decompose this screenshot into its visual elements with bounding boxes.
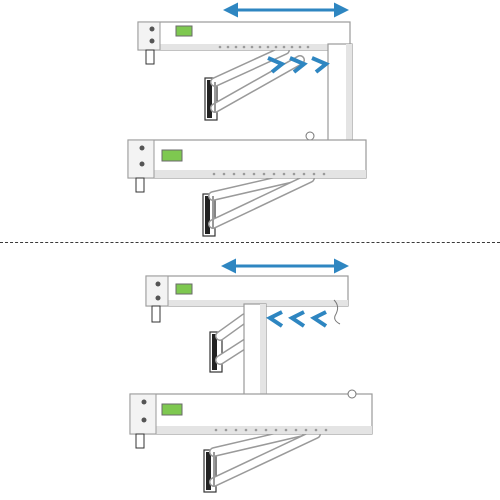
- bottom-arm: [129, 389, 373, 449]
- front-support-leg: [202, 171, 315, 237]
- bubble-level-icon: [175, 25, 193, 37]
- bottom-panel: [129, 258, 373, 493]
- side-connector-bar: [305, 43, 353, 145]
- top-arm: [137, 21, 351, 65]
- top-arm: [145, 275, 349, 325]
- bubble-level-icon: [175, 283, 193, 295]
- rear-support-leg: [209, 313, 253, 373]
- top-panel: [127, 2, 367, 237]
- center-connector-bar: [243, 303, 267, 397]
- chevron-arrow-icon: [267, 56, 330, 74]
- section-divider: [0, 242, 500, 243]
- bottom-arm: [127, 139, 367, 193]
- screw-hole-icon: [155, 281, 161, 287]
- front-support-leg: [203, 427, 321, 493]
- rear-support-leg: [204, 45, 305, 121]
- screw-hole-icon: [149, 26, 155, 32]
- chevron-arrow-icon: [266, 310, 328, 328]
